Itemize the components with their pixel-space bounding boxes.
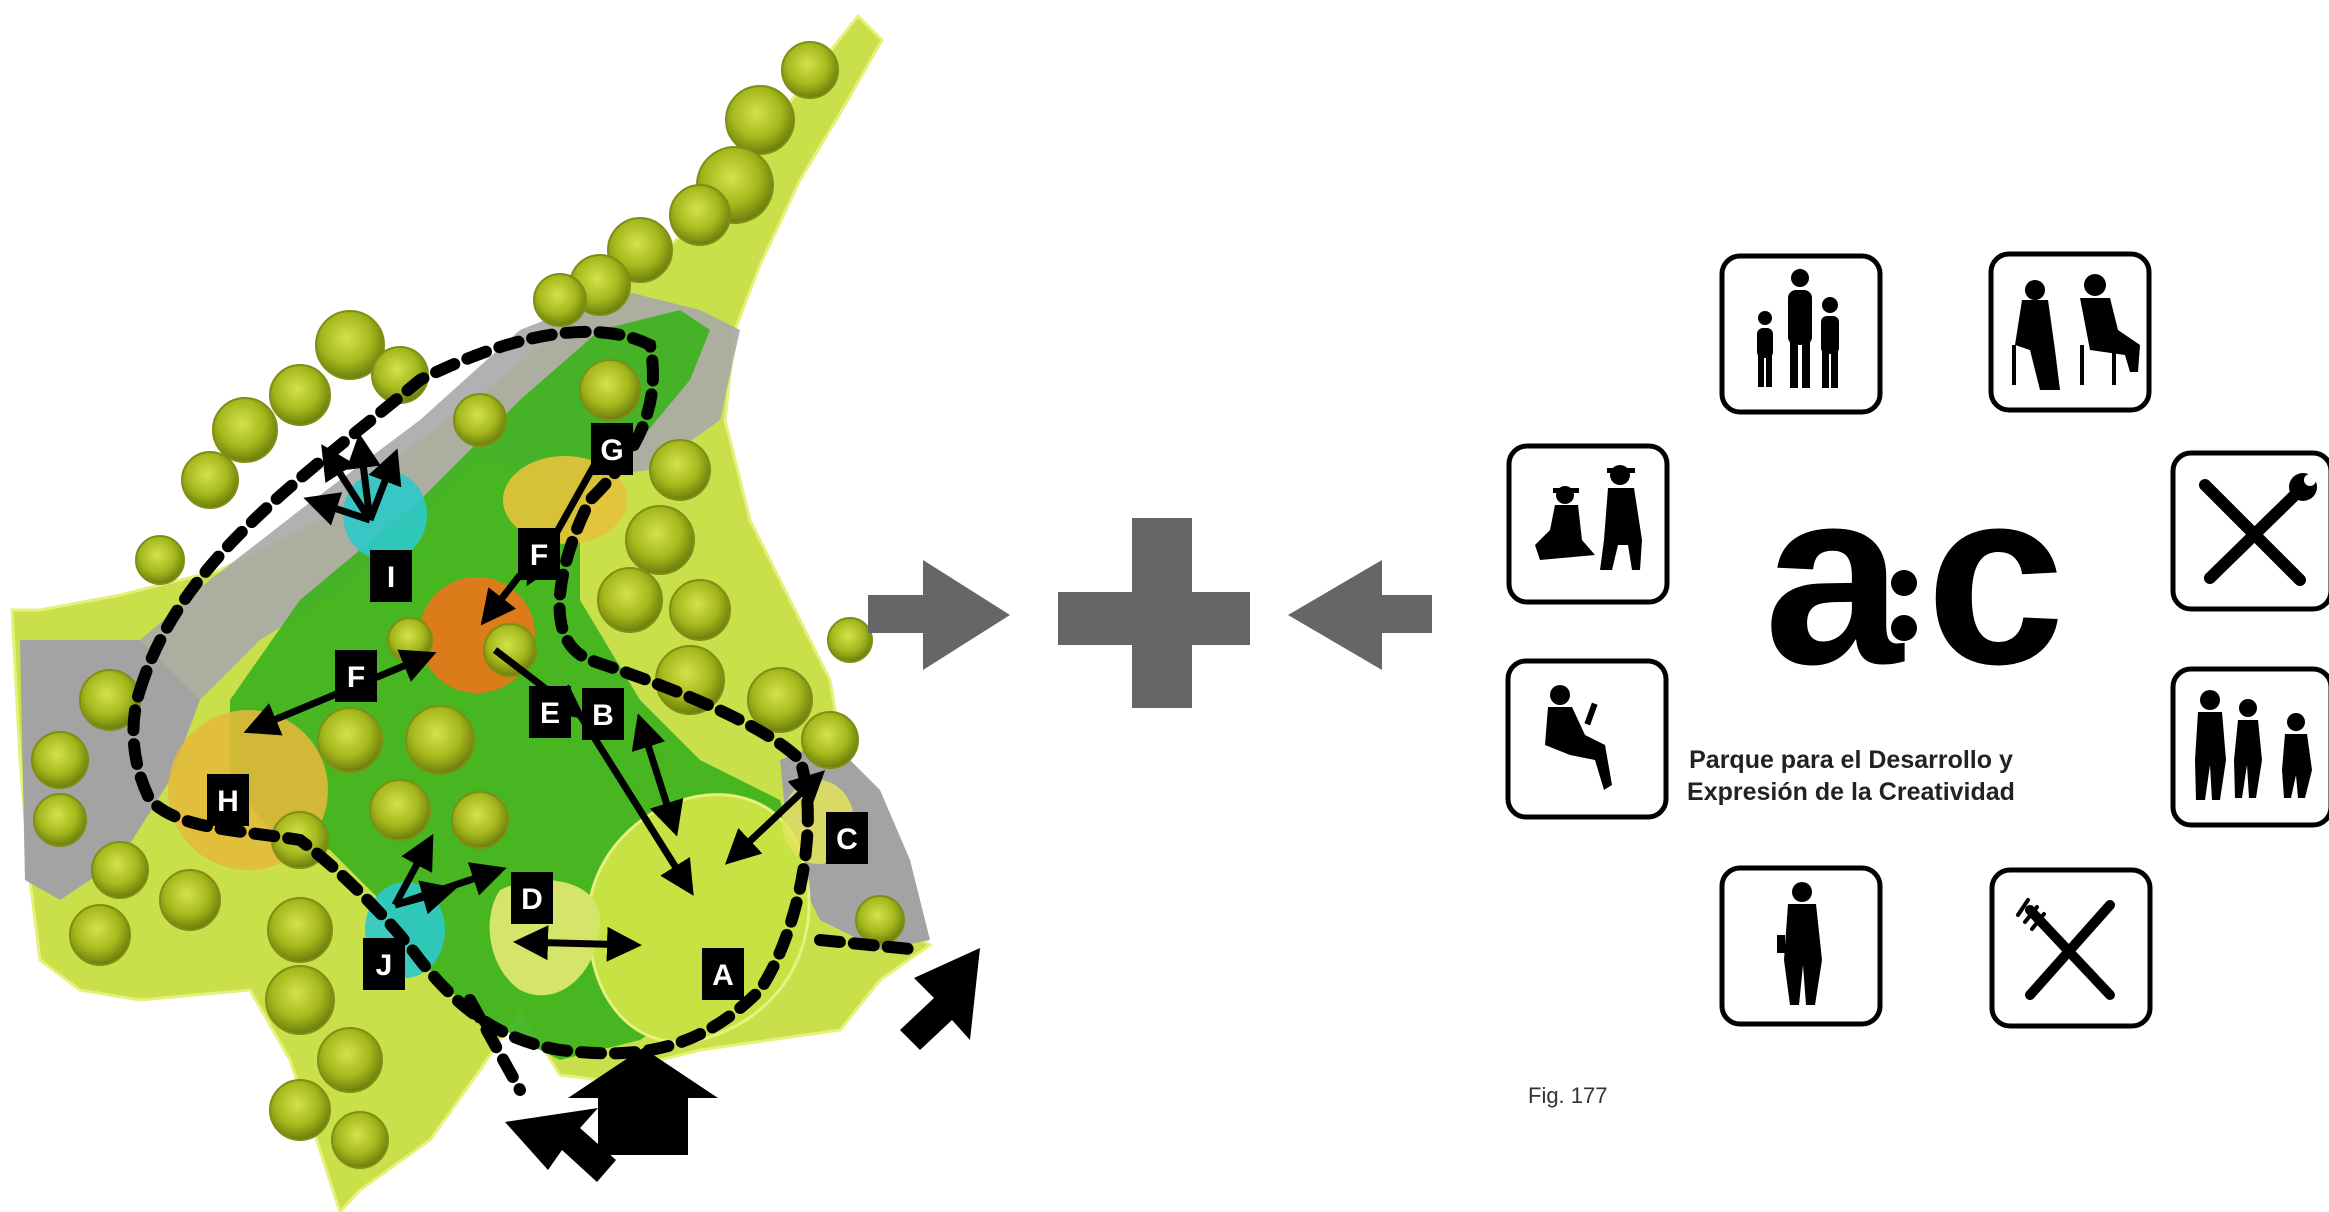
seated-elders-icon	[1988, 251, 2152, 413]
logo-colon-bottom	[1891, 615, 1917, 641]
entrance-arrow-se	[900, 948, 980, 1050]
zone-label-c: C	[826, 812, 868, 864]
logo-subtitle-line2: Expresión de la Creatividad	[1687, 778, 2015, 806]
logo-letter-c: c	[1926, 437, 2065, 716]
logo-colon-top	[1891, 570, 1917, 596]
svg-text:F: F	[347, 661, 365, 694]
food-icon	[1989, 867, 2153, 1029]
svg-text:A: A	[712, 959, 734, 992]
reader-icon	[1505, 658, 1669, 820]
svg-text:I: I	[387, 561, 395, 594]
park-logo: a c Parque para el Desarrollo y Expresió…	[1687, 437, 2065, 806]
svg-text:C: C	[836, 823, 858, 856]
svg-text:J: J	[376, 949, 393, 982]
person-standing-icon	[1719, 865, 1883, 1027]
family-icon	[1719, 253, 1883, 415]
svg-text:G: G	[600, 434, 623, 467]
plus-icon	[1058, 518, 1250, 708]
zone-label-e: E	[529, 686, 571, 738]
arrow-right-icon	[868, 560, 1010, 670]
tools-icon	[2170, 450, 2329, 612]
zone-label-b: B	[582, 688, 624, 740]
zone-label-g: G	[591, 423, 633, 475]
zone-label-h: H	[207, 774, 249, 826]
zone-label-a: A	[702, 948, 744, 1000]
svg-text:F: F	[530, 539, 548, 572]
zone-label-d: D	[511, 872, 553, 924]
logo-letter-a: a	[1764, 437, 1905, 716]
zone-g-area	[503, 456, 627, 544]
artists-icon	[1506, 443, 1670, 605]
group-walking-icon	[2170, 666, 2329, 828]
zone-label-f2: F	[335, 650, 377, 702]
walking-path-branch	[464, 934, 926, 1096]
zone-label-f1: F	[518, 528, 560, 580]
activity-icons	[1505, 251, 2329, 1029]
arrow-left-icon	[1288, 560, 1432, 670]
logo-subtitle-line1: Parque para el Desarrollo y	[1689, 746, 2013, 774]
site-plan: A B C D E F F G H I J	[10, 13, 980, 1212]
svg-text:E: E	[540, 697, 560, 730]
zone-label-j: J	[363, 938, 405, 990]
entrance-arrow-main	[568, 1048, 718, 1155]
zone-labels: A B C D E F F G H I J	[207, 423, 868, 1000]
svg-text:H: H	[217, 785, 239, 818]
svg-text:B: B	[592, 699, 614, 732]
figure-caption: Fig. 177	[1528, 1083, 1608, 1108]
svg-text:D: D	[521, 883, 543, 916]
entrance-arrow-sw	[505, 1108, 616, 1182]
zone-label-i: I	[370, 550, 412, 602]
entrance-arrows	[505, 948, 980, 1182]
combine-operators	[868, 518, 1432, 708]
